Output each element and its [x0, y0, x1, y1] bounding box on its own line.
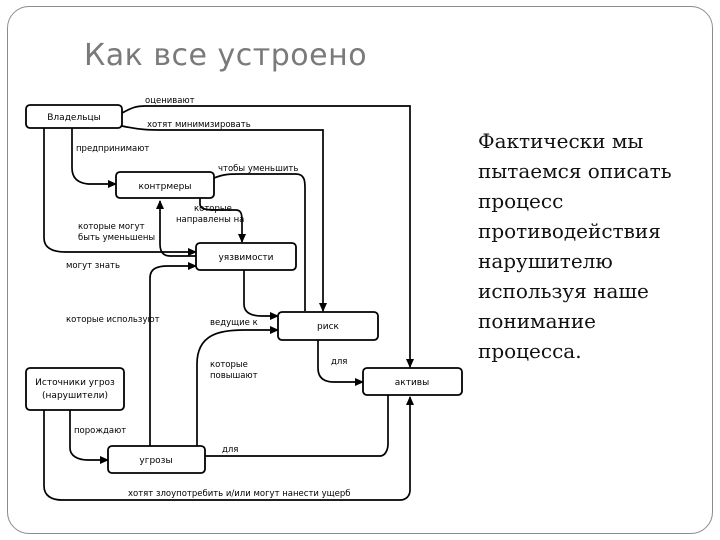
edge-label-directed: которые [194, 204, 232, 214]
edge-sources-abuse-assets [43, 396, 414, 501]
edge-label-impose: предпринимают [76, 144, 149, 154]
node-vulnerabilities-label: уязвимости [218, 253, 273, 263]
node-risk [277, 311, 379, 341]
node-vulnerabilities [195, 242, 297, 271]
description-line: пытаемся описать [478, 159, 672, 183]
edge-owners-know-vulnerabilities [43, 128, 197, 256]
edge-label-give-rise: порождают [74, 426, 126, 436]
edge-countermeasures-reduce-risk [213, 173, 306, 311]
node-threat-sources [25, 367, 125, 411]
node-countermeasures-label: контрмеры [139, 182, 192, 192]
description-line: Фактически мы [478, 129, 644, 153]
description-line: процесса. [478, 339, 582, 363]
edge-label-value: оценивают [145, 96, 195, 106]
edge-vulnerabilities-lead-risk [243, 270, 279, 320]
edge-threats-to-assets [205, 395, 389, 457]
edge-owners-minimize-risk [121, 125, 327, 312]
edge-label-increase: которые [210, 360, 248, 370]
edge-label-wish-minimize: хотят минимизировать [147, 120, 251, 130]
node-owners [25, 104, 123, 129]
edge-threats-increase-risk [196, 326, 279, 446]
edge-threats-exploit-vulnerabilities [149, 262, 197, 446]
edge-label-to-1: для [331, 357, 347, 367]
node-risk-label: риск [317, 322, 340, 332]
edge-label-to-reduce: чтобы уменьшить [218, 164, 298, 174]
edge-label-that-may-be-2: быть уменьшены [78, 233, 155, 243]
node-threats-label: угрозы [139, 456, 172, 466]
description-line: противодействия [478, 219, 661, 243]
edge-sources-give-rise-threats [69, 410, 109, 464]
edge-label-abuse: хотят злоупотребить и/или могут нанести … [128, 489, 351, 499]
edge-label-leading-to: ведущие к [210, 318, 258, 328]
edge-label-exploit: которые используют [66, 315, 160, 325]
edge-risk-to-assets [317, 340, 364, 386]
edge-countermeasures-directed-vulnerabilities [199, 198, 246, 243]
edge-label-directed-2: направлены на [176, 215, 244, 225]
node-assets-label: активы [395, 378, 429, 388]
slide-title: Как все устроено [84, 38, 368, 73]
edge-label-that-may-be: которые могут [78, 222, 145, 232]
node-threat-sources-label: Источники угроз [35, 378, 115, 388]
node-assets [362, 367, 463, 396]
edge-label-to-2: для [222, 445, 238, 455]
description-line: нарушителю [478, 249, 613, 273]
edge-owners-value-assets [121, 105, 414, 368]
description-line: используя наше [478, 279, 649, 303]
slide-description: Фактически мы пытаемся описать процесс п… [478, 126, 706, 366]
edge-vulnerabilities-reduced-countermeasures [156, 200, 196, 257]
edge-owners-impose-countermeasures [71, 128, 117, 188]
edge-label-may-know: могут знать [66, 261, 120, 271]
node-threat-sources-sublabel: (нарушители) [42, 391, 108, 401]
description-line: процесс [478, 189, 564, 213]
node-owners-label: Владельцы [47, 113, 101, 123]
description-line: понимание [478, 309, 597, 333]
edge-label-increase-2: повышают [210, 371, 258, 381]
node-threats [107, 445, 206, 474]
node-countermeasures [115, 171, 215, 199]
